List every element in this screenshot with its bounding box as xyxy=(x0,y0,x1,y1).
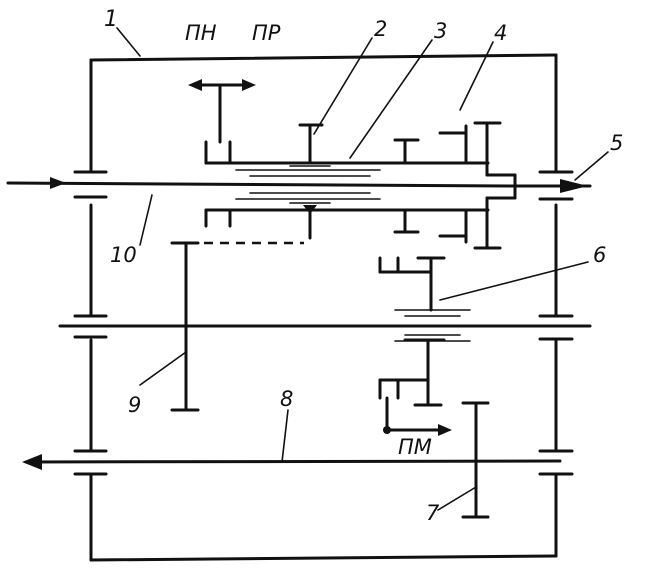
mode-label-pm: ПМ xyxy=(398,435,432,459)
callout-4: 4 xyxy=(494,21,507,45)
callout-6: 6 xyxy=(593,243,606,267)
mode-label-pn: ПН xyxy=(185,21,217,45)
mode-label-pr: ПР xyxy=(252,21,281,45)
output-shaft xyxy=(510,179,592,193)
pm-clutch-assembly xyxy=(378,338,452,436)
bearings xyxy=(73,170,574,476)
callout-7: 7 xyxy=(426,501,440,525)
callout-labels: 1 2 3 4 5 6 7 8 9 10 xyxy=(104,7,623,525)
callout-2: 2 xyxy=(374,17,387,41)
gear-6-assembly xyxy=(378,256,471,342)
gear-9-assembly xyxy=(170,241,304,412)
shaft-8 xyxy=(22,454,562,470)
callout-9: 9 xyxy=(128,393,141,417)
callout-8: 8 xyxy=(280,387,293,411)
callout-3: 3 xyxy=(434,19,447,43)
gear-7-assembly xyxy=(461,401,490,519)
input-gear-assembly xyxy=(188,79,517,250)
callout-5: 5 xyxy=(610,131,623,155)
mode-labels: ПН ПР ПМ xyxy=(185,21,432,459)
callout-10: 10 xyxy=(110,243,137,267)
callout-1: 1 xyxy=(104,7,118,32)
leader-lines xyxy=(116,27,609,511)
input-shaft xyxy=(6,177,514,189)
housing-frame xyxy=(89,53,558,562)
